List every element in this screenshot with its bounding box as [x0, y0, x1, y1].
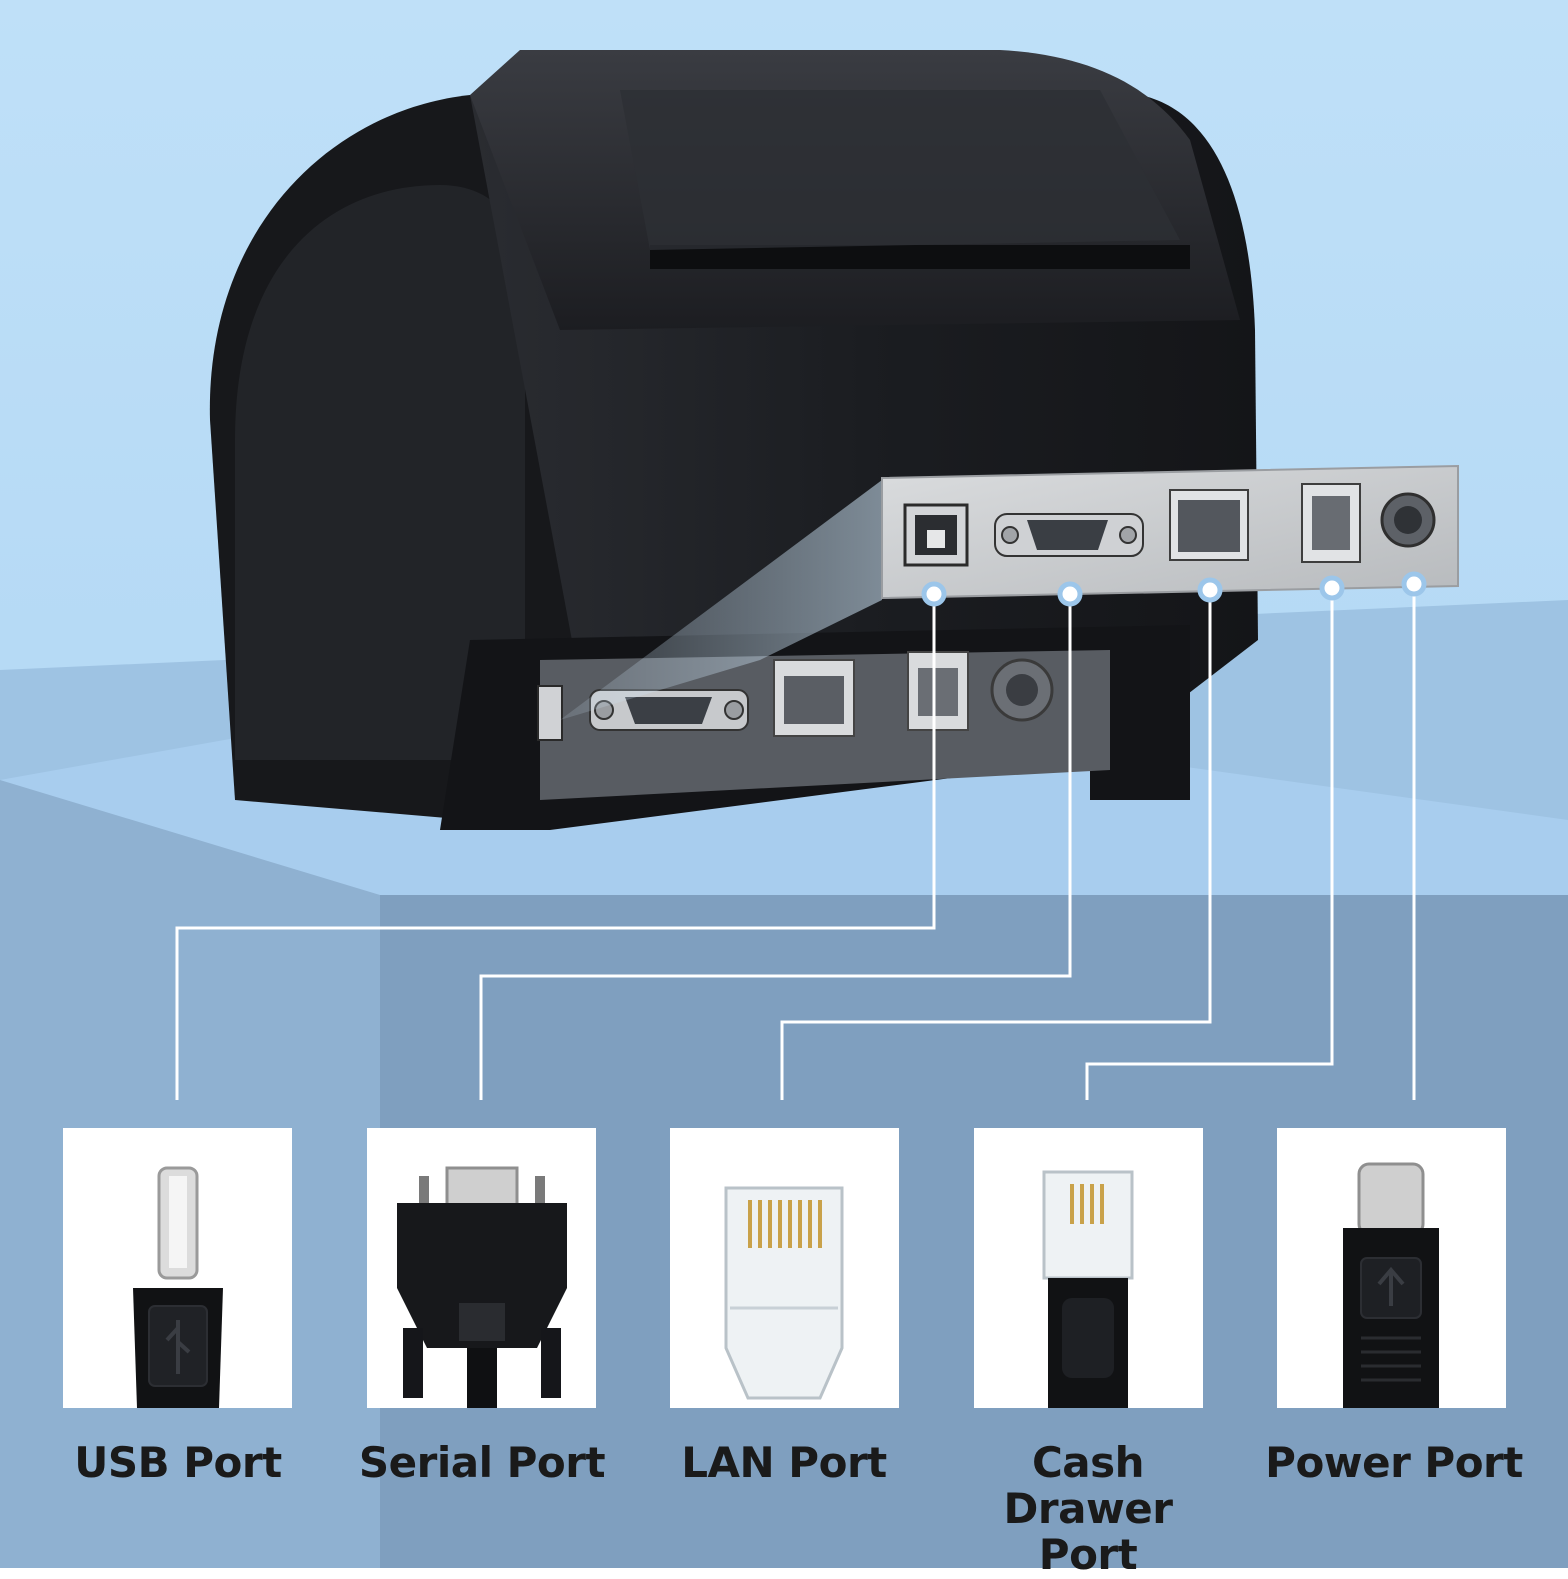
leader-lines [175, 584, 1416, 1100]
lan-port-card [670, 1128, 899, 1408]
zoom-beam [560, 480, 882, 720]
serial-port-label: Serial Port [358, 1438, 606, 1487]
panel-serial-port [994, 513, 1144, 557]
cash-drawer-port-card [974, 1128, 1203, 1408]
leader-line-serial [479, 594, 1072, 1100]
thermal-printer [209, 50, 1258, 830]
leader-dots [921, 571, 1427, 607]
lan-port-label: LAN Port [681, 1438, 887, 1487]
panel-usb-port [903, 503, 969, 567]
din-power-connector-icon [1343, 1162, 1439, 1408]
rear-usb-port [537, 685, 563, 741]
usb-port-label: USB Port [74, 1438, 282, 1487]
rear-power-port [990, 658, 1054, 722]
leader-line-lan [780, 590, 1212, 1100]
power-port-card [1277, 1128, 1506, 1408]
panel-power-port [1380, 492, 1436, 548]
printer-side-panel [235, 185, 525, 760]
lid-window [620, 90, 1180, 250]
serial-port-card [367, 1128, 596, 1408]
db9-serial-connector-icon [397, 1166, 567, 1408]
leader-dot-power [1401, 571, 1427, 597]
zoomed-port-panel [881, 464, 1459, 600]
rear-cash-drawer-port [907, 651, 969, 731]
usb-b-connector-icon [133, 1166, 223, 1408]
cash-drawer-port-label: Cash Drawer Port [1003, 1438, 1173, 1579]
leader-line-cash-drawer [1085, 588, 1334, 1100]
leader-dot-lan [1197, 577, 1223, 603]
rear-serial-port [589, 689, 749, 731]
rj11-connector-icon [1042, 1170, 1134, 1408]
usb-port-card [63, 1128, 292, 1408]
paper-slot [650, 245, 1190, 269]
panel-cash-drawer-port [1301, 483, 1361, 563]
leader-dot-serial [1057, 581, 1083, 607]
leader-line-usb [175, 594, 936, 1100]
panel-lan-port [1169, 489, 1249, 561]
leader-dot-usb [921, 581, 947, 607]
power-port-label: Power Port [1265, 1438, 1523, 1487]
leader-dot-cash-drawer [1319, 575, 1345, 601]
rj45-connector-icon [724, 1186, 844, 1400]
rear-lan-port [773, 659, 855, 737]
